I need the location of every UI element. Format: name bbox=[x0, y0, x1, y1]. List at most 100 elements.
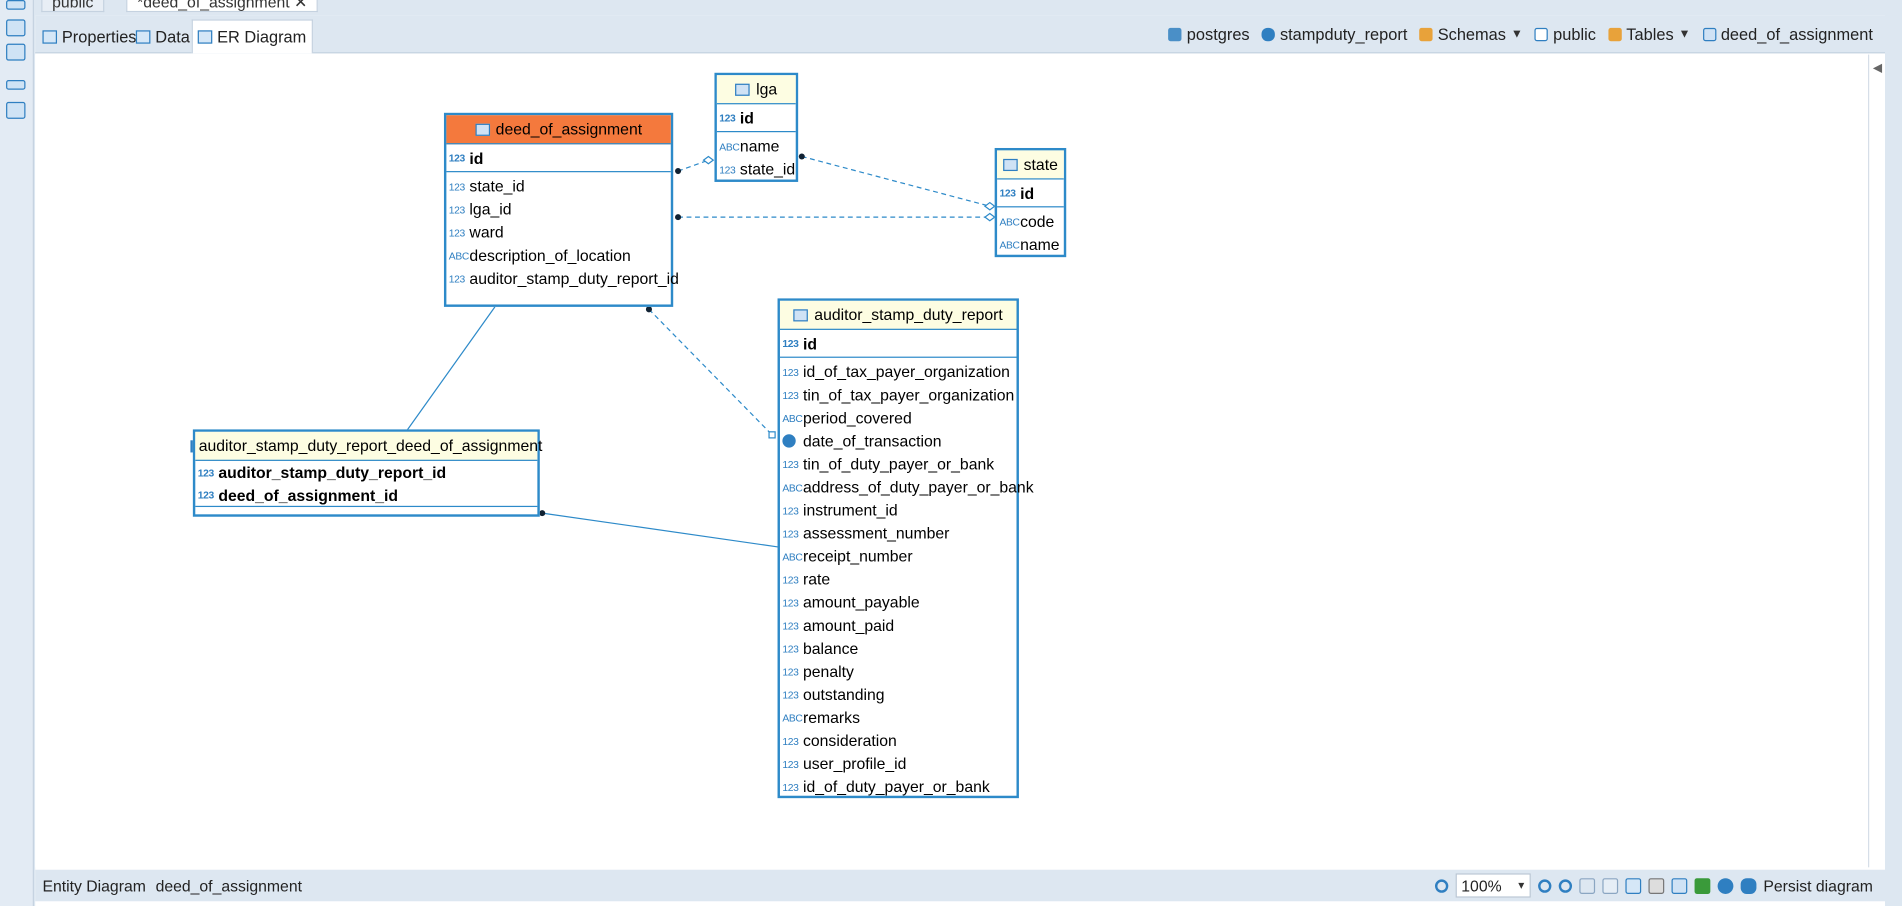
tab-deed-of-assignment[interactable]: *deed_of_assignment ✕ bbox=[126, 0, 319, 13]
entity-title: auditor_stamp_duty_report_deed_of_assign… bbox=[198, 436, 543, 455]
gear-icon[interactable] bbox=[1717, 877, 1733, 894]
crumb-schema[interactable]: public bbox=[1534, 25, 1596, 44]
entity-header[interactable]: lga bbox=[716, 75, 796, 105]
search-icon[interactable] bbox=[1434, 878, 1448, 893]
column-name: state_id bbox=[739, 160, 796, 179]
chevron-down-icon[interactable]: ▼ bbox=[1510, 27, 1523, 42]
zoom-value: 100% bbox=[1461, 876, 1502, 895]
entity-header[interactable]: state bbox=[997, 150, 1064, 180]
tab-er-diagram[interactable]: ER Diagram bbox=[191, 19, 313, 54]
link-deed-join[interactable] bbox=[398, 306, 496, 442]
column-name: lga_id bbox=[469, 200, 512, 219]
key-name: id bbox=[1020, 183, 1035, 202]
zoom-out-icon[interactable] bbox=[1558, 878, 1572, 893]
restore-icon[interactable] bbox=[6, 0, 26, 10]
save-icon[interactable] bbox=[1694, 877, 1710, 894]
layout-icon[interactable] bbox=[1578, 877, 1595, 894]
number-type-icon: 123 bbox=[782, 642, 799, 655]
vertical-scrollbar[interactable]: ◀ bbox=[1868, 54, 1886, 868]
arrange-icon[interactable] bbox=[1625, 877, 1641, 894]
entity-header[interactable]: auditor_stamp_duty_report bbox=[779, 300, 1017, 330]
tab-data-label: Data bbox=[155, 27, 190, 46]
link-join-report[interactable] bbox=[542, 512, 779, 548]
link-deed-report[interactable] bbox=[648, 308, 774, 436]
column-row[interactable]: date_of_transaction bbox=[780, 429, 1017, 452]
persist-diagram-button[interactable]: Persist diagram bbox=[1763, 876, 1873, 895]
crumb-database[interactable]: stampduty_report bbox=[1261, 25, 1407, 44]
crumb-schemas[interactable]: Schemas▼ bbox=[1419, 25, 1523, 44]
tab-data[interactable]: Data bbox=[131, 19, 195, 53]
table-icon bbox=[190, 439, 193, 452]
column-name: tin_of_tax_payer_organization bbox=[803, 385, 1015, 404]
projects-icon[interactable] bbox=[6, 43, 26, 61]
chevron-down-icon[interactable]: ▼ bbox=[1678, 27, 1691, 42]
crumb-table[interactable]: deed_of_assignment bbox=[1702, 25, 1873, 44]
outline-icon[interactable] bbox=[6, 101, 26, 119]
tab-properties[interactable]: Properties bbox=[38, 19, 142, 53]
close-icon[interactable]: ✕ bbox=[294, 0, 308, 11]
zoom-select[interactable]: 100%▾ bbox=[1455, 873, 1531, 898]
print-icon[interactable] bbox=[1648, 877, 1664, 894]
number-type-icon: 123 bbox=[782, 527, 799, 540]
column-name: address_of_duty_payer_or_bank bbox=[803, 477, 1034, 497]
tab-public[interactable]: public bbox=[41, 0, 105, 13]
restore-icon-2[interactable] bbox=[6, 80, 26, 90]
crumb-tables[interactable]: Tables▼ bbox=[1608, 25, 1691, 44]
entity-header[interactable]: deed_of_assignment bbox=[446, 115, 671, 145]
link-deed-lga[interactable] bbox=[677, 159, 709, 172]
link-lga-state[interactable] bbox=[801, 155, 990, 207]
number-type-icon: 123 bbox=[782, 596, 799, 609]
postgres-icon bbox=[1168, 27, 1182, 42]
status-left: Entity Diagram deed_of_assignment bbox=[42, 876, 302, 894]
crumb-connection[interactable]: postgres bbox=[1168, 25, 1250, 44]
image-export-icon[interactable] bbox=[1671, 877, 1687, 894]
number-type-icon: 123 bbox=[782, 757, 799, 770]
entity-header[interactable]: auditor_stamp_duty_report_deed_of_assign… bbox=[190, 431, 542, 461]
zoom-in-icon[interactable] bbox=[1537, 878, 1552, 893]
grid-icon[interactable] bbox=[1601, 877, 1618, 894]
entity-join-table[interactable]: auditor_stamp_duty_report_deed_of_assign… bbox=[190, 429, 542, 517]
number-type-icon: 123 bbox=[782, 365, 799, 378]
database-navigator-icon[interactable] bbox=[6, 19, 26, 37]
chevron-left-icon[interactable]: ◀ bbox=[1872, 61, 1883, 76]
